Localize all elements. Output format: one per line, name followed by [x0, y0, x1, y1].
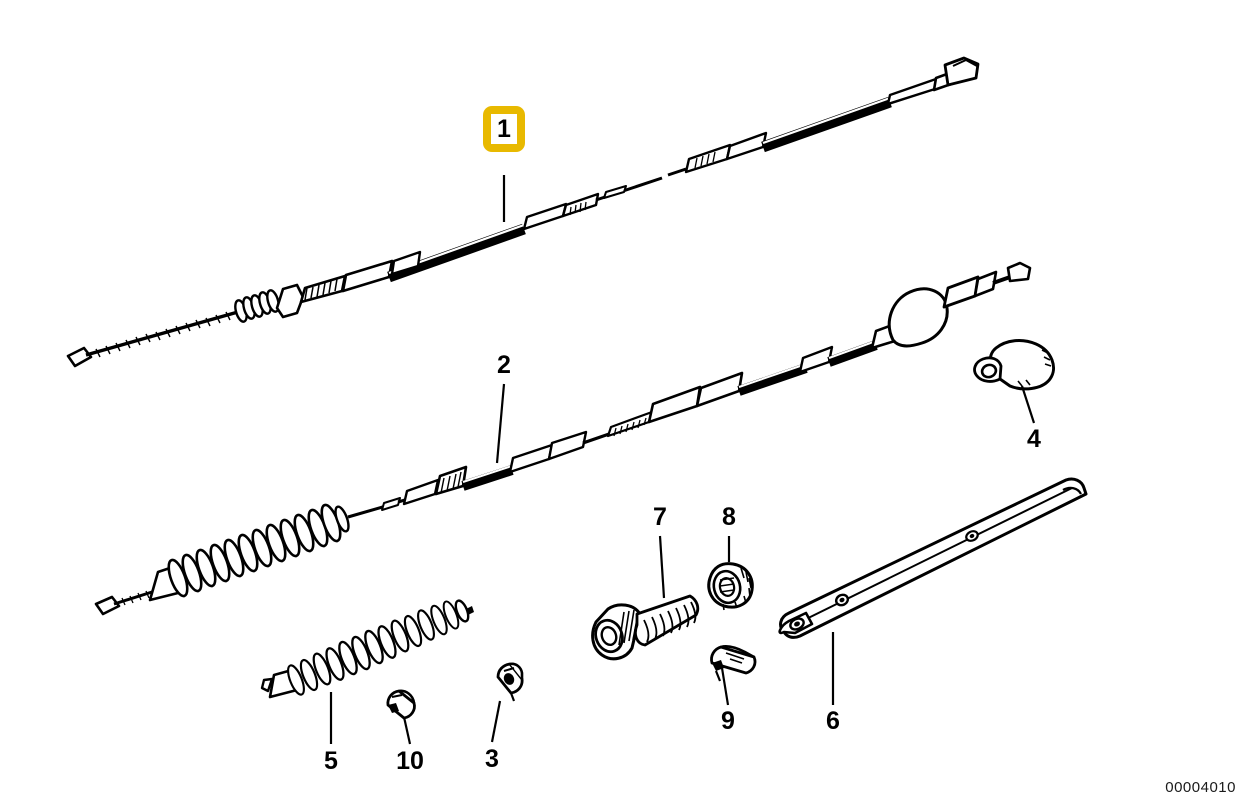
callout-number-9[interactable]: 9: [721, 707, 735, 735]
cable2-right-end-nipple: [1006, 261, 1032, 283]
cable2-knurled-collar: [434, 465, 468, 496]
part-8-knurled-nut: [707, 562, 754, 611]
callout-number-10[interactable]: 10: [396, 747, 424, 775]
part-4-rubber-boot-grommet: [973, 339, 1055, 391]
callout-number-1: 1: [491, 114, 517, 144]
cable1-ferrule-b: [390, 250, 422, 276]
cable1-lock-nut: [275, 283, 305, 319]
callout-number-8[interactable]: 8: [722, 503, 736, 531]
cable2-bulb-boot: [887, 287, 949, 348]
callout-number-4[interactable]: 4: [1027, 425, 1041, 453]
cable2-sleeve-e: [942, 270, 998, 309]
part-7-socket-head-cap-screw: [591, 594, 700, 661]
cable1-left-end-nipple: [66, 346, 93, 368]
cable1-adjuster-spring: [234, 289, 280, 323]
bracket-hole-3: [965, 530, 979, 542]
cable1-right-end-fitting: [886, 56, 980, 106]
diagram-id-label: 00004010: [1165, 779, 1236, 796]
cable2-accordion-boot: [148, 501, 350, 602]
bracket-hole-2: [834, 593, 850, 607]
cable2-mid-connector: [647, 371, 744, 424]
callout-number-7[interactable]: 7: [653, 503, 667, 531]
part-1-clutch-cable-upper: [66, 56, 980, 368]
part-9-clamp-sleeve: [710, 645, 757, 682]
cable1-right-connector: [684, 131, 768, 174]
cable1-ferrule-a: [341, 259, 394, 293]
cable2-left-end-nipple: [94, 595, 121, 616]
callout-number-6[interactable]: 6: [826, 707, 840, 735]
callout-number-2[interactable]: 2: [497, 351, 511, 379]
cable2-ferrule-c: [798, 345, 834, 374]
part-5-accordion-spring-boot: [260, 598, 474, 699]
part-2-clutch-cable-lower: [94, 261, 1032, 616]
callout-number-3[interactable]: 3: [485, 745, 499, 773]
part-3-barrel-nipple-small: [496, 662, 524, 702]
cable2-joint-b: [508, 430, 588, 474]
cable1-mid-connector: [522, 192, 600, 231]
callout-badge-1[interactable]: 1: [483, 106, 525, 152]
bracket-hole-1: [789, 617, 805, 631]
callout-number-5[interactable]: 5: [324, 747, 338, 775]
part-6-mounting-bracket-rail: [778, 477, 1088, 639]
part-10-barrel-nipple-clamp: [386, 689, 416, 720]
